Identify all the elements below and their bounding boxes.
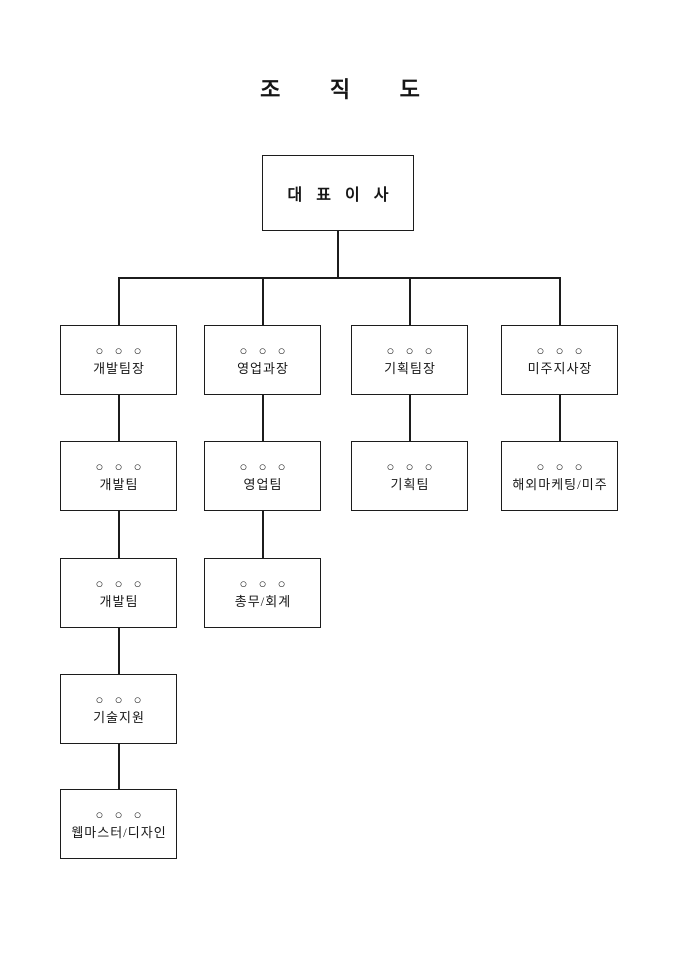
vacancy-circles: ○ ○ ○ [386, 342, 437, 358]
org-box-sales-manager: ○ ○ ○ 영업과장 [204, 325, 321, 395]
connector-line [118, 277, 120, 325]
org-box-tech-support: ○ ○ ○ 기술지원 [60, 674, 177, 744]
org-box-dev-team-2: ○ ○ ○ 개발팀 [60, 558, 177, 628]
org-box-label: 개발팀 [99, 476, 139, 492]
connector-line [118, 511, 120, 558]
connector-line [409, 395, 411, 441]
org-box-label: 기획팀장 [384, 360, 436, 376]
org-box-us-branch-manager: ○ ○ ○ 미주지사장 [501, 325, 618, 395]
connector-line [559, 277, 561, 325]
org-box-label: 개발팀 [99, 593, 139, 609]
page-title: 조 직 도 [260, 77, 442, 102]
connector-line [118, 628, 120, 674]
org-box-dev-team-1: ○ ○ ○ 개발팀 [60, 441, 177, 511]
connector-line [262, 511, 264, 558]
org-box-label: 기획팀 [390, 476, 430, 492]
vacancy-circles: ○ ○ ○ [95, 342, 146, 358]
vacancy-circles: ○ ○ ○ [536, 458, 587, 474]
org-box-overseas-marketing: ○ ○ ○ 해외마케팅/미주 [501, 441, 618, 511]
connector-line [118, 277, 560, 279]
connector-line [118, 395, 120, 441]
org-box-label: 개발팀장 [93, 360, 145, 376]
vacancy-circles: ○ ○ ○ [536, 342, 587, 358]
org-box-label: 해외마케팅/미주 [512, 476, 608, 492]
vacancy-circles: ○ ○ ○ [239, 575, 290, 591]
org-box-planning-team: ○ ○ ○ 기획팀 [351, 441, 468, 511]
connector-line [118, 744, 120, 789]
org-box-label: 영업팀 [243, 476, 283, 492]
connector-line [409, 277, 411, 325]
org-box-label: 미주지사장 [527, 360, 593, 376]
connector-line [337, 231, 339, 277]
org-box-dev-team-leader: ○ ○ ○ 개발팀장 [60, 325, 177, 395]
vacancy-circles: ○ ○ ○ [239, 342, 290, 358]
org-box-label: 웹마스터/디자인 [71, 824, 167, 840]
vacancy-circles: ○ ○ ○ [95, 806, 146, 822]
org-box-planning-team-leader: ○ ○ ○ 기획팀장 [351, 325, 468, 395]
org-box-label: 영업과장 [237, 360, 289, 376]
vacancy-circles: ○ ○ ○ [95, 458, 146, 474]
connector-line [262, 277, 264, 325]
vacancy-circles: ○ ○ ○ [95, 691, 146, 707]
org-box-label: 대 표 이 사 [287, 187, 394, 204]
org-box-label: 기술지원 [93, 709, 145, 725]
org-box-ceo: 대 표 이 사 [262, 155, 414, 231]
org-box-general-affairs-accounting: ○ ○ ○ 총무/회계 [204, 558, 321, 628]
vacancy-circles: ○ ○ ○ [386, 458, 437, 474]
org-box-label: 총무/회계 [234, 593, 292, 609]
vacancy-circles: ○ ○ ○ [239, 458, 290, 474]
vacancy-circles: ○ ○ ○ [95, 575, 146, 591]
org-box-sales-team: ○ ○ ○ 영업팀 [204, 441, 321, 511]
org-box-webmaster-design: ○ ○ ○ 웹마스터/디자인 [60, 789, 177, 859]
connector-line [262, 395, 264, 441]
connector-line [559, 395, 561, 441]
